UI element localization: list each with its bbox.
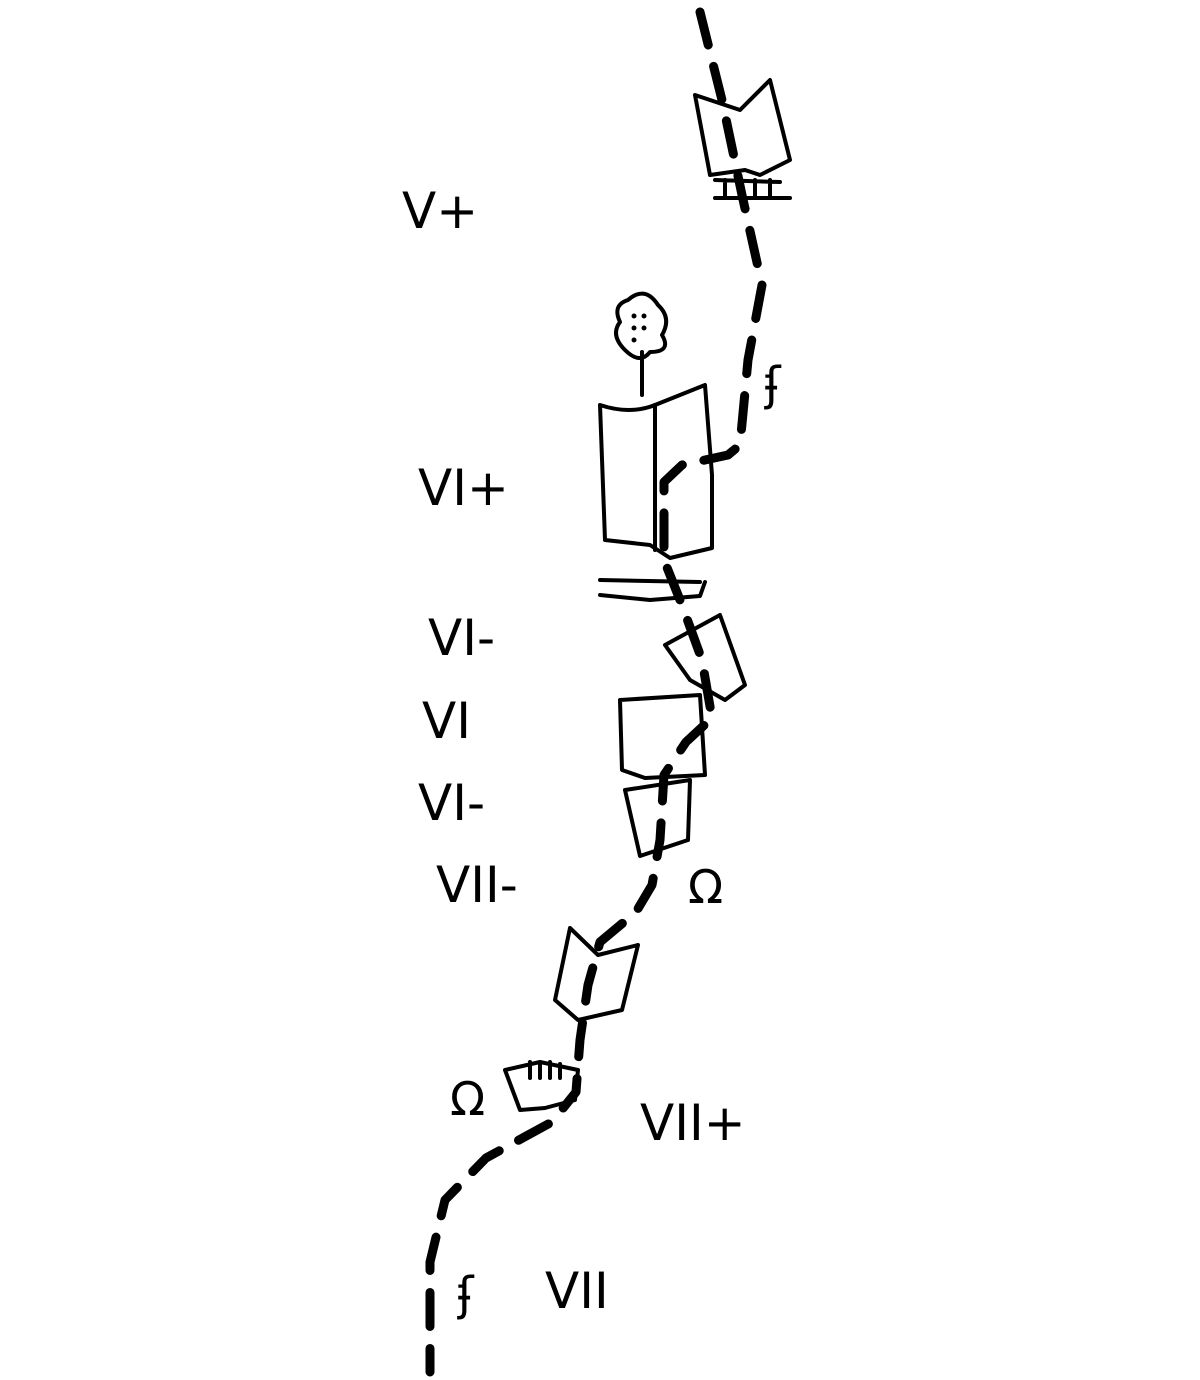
sling-icon: Ω [688,860,723,914]
grade-label: VI- [418,774,485,832]
block-feature-3 [623,778,692,858]
large-dihedral-feature [598,383,714,602]
tree-icon [614,291,669,397]
block-feature-1 [663,613,747,702]
sling-icon: Ω [450,1072,485,1126]
small-dihedral-feature [553,926,640,1022]
piton-icon: ʄ [764,357,782,411]
grade-label: VII- [436,856,518,914]
piton-icon: ʄ [457,1267,475,1321]
grade-label: VI+ [418,459,509,517]
ledge-feature [503,1060,580,1112]
block-feature-2 [618,693,707,780]
grade-label: VII+ [640,1094,746,1152]
grade-label: VI [422,692,471,750]
route-line [425,7,767,1377]
dihedral-feature-top [693,78,792,200]
grade-label: VI- [428,609,495,667]
grade-label: VII [545,1262,609,1320]
grade-label: V+ [402,182,478,240]
